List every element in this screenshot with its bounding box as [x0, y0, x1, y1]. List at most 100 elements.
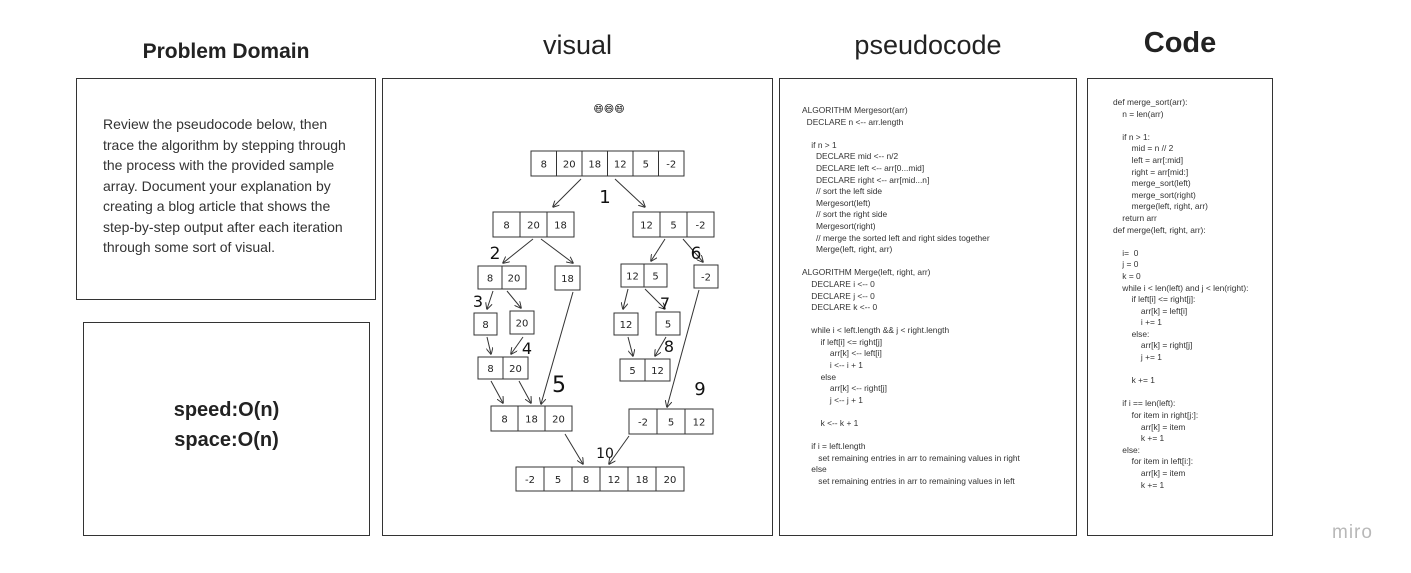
array-cell	[501, 265, 527, 290]
array-cell-value: 5	[555, 475, 561, 486]
array-cell-value: 5	[668, 418, 674, 429]
array-cell	[643, 263, 668, 288]
code-line: arr[k] = item	[1113, 468, 1186, 478]
flow-arrow	[506, 290, 521, 308]
array-cell-value: 18	[525, 415, 538, 426]
flow-arrow	[614, 178, 645, 207]
array-cell	[628, 408, 658, 435]
code-card[interactable]: def merge_sort(arr): n = len(arr) if n >…	[1087, 78, 1273, 536]
array-cell-value: 12	[651, 366, 664, 377]
code-line: n = len(arr)	[1113, 108, 1164, 119]
array-cell	[659, 211, 688, 238]
flow-arrow	[487, 336, 491, 354]
code-line: for item in left[i:]:	[1113, 456, 1194, 467]
flow-arrow	[540, 238, 573, 263]
pseudocode-line: DECLARE left <-- arr[0...mid]	[802, 162, 925, 173]
pseudocode-line: Mergesort(left)	[802, 197, 871, 208]
pseudocode-line: else	[802, 464, 827, 475]
pseudocode-line: k <-- k + 1	[802, 418, 859, 429]
pseudocode-line: DECLARE k <-- 0	[802, 302, 878, 313]
pseudocode-card[interactable]: ALGORITHM Mergesort(arr) DECLARE n <-- a…	[779, 78, 1077, 536]
array-cell-value: 20	[552, 415, 565, 426]
step-label: 4	[522, 339, 532, 358]
array-cell	[581, 150, 608, 177]
pseudocode-block: ALGORITHM Mergesort(arr) DECLARE n <-- a…	[802, 105, 1020, 488]
array-cell	[473, 312, 498, 336]
pseudocode-line: set remaining entries in arr to remainin…	[802, 476, 1015, 486]
array-row-s3-d: 5	[655, 311, 681, 336]
pseudocode-title: pseudocode	[854, 30, 1002, 60]
array-cell-value: -2	[666, 160, 676, 171]
pseudocode-line: // sort the right side	[802, 209, 888, 220]
pseudocode-line: if i = left.length	[802, 441, 866, 452]
code-line	[1113, 120, 1248, 132]
pseudocode-line: ALGORITHM Merge(left, right, arr)	[802, 267, 931, 278]
code-line: k = 0	[1113, 270, 1141, 281]
array-cell	[627, 466, 657, 492]
flow-arrow	[564, 433, 583, 464]
step-label: 6	[691, 244, 702, 264]
array-cell-value: 18	[588, 160, 601, 171]
code-line: else:	[1113, 444, 1140, 455]
pseudocode-line: DECLARE right <-- arr[mid...n]	[802, 174, 930, 185]
flow-arrow	[518, 380, 531, 403]
array-cell-value: -2	[525, 475, 535, 486]
pseudocode-line: Mergesort(right)	[802, 220, 876, 231]
array-cell	[693, 264, 719, 289]
code-line: arr[k] = item	[1113, 421, 1186, 432]
array-cell-value: 20	[516, 319, 529, 330]
flow-arrow	[503, 238, 534, 263]
pseudocode-line: while i < left.length && j < right.lengt…	[802, 325, 950, 336]
step-label: 10	[596, 446, 614, 462]
array-cell-value: 12	[620, 320, 633, 331]
array-cell-value: 5	[665, 320, 671, 331]
code-line: arr[k] = right[j]	[1113, 340, 1193, 351]
code-line: else:	[1113, 328, 1150, 339]
array-cell	[644, 358, 671, 382]
array-cell	[655, 311, 681, 336]
flow-arrow	[655, 336, 667, 356]
array-cell	[509, 310, 535, 335]
pseudocode-line	[802, 430, 1020, 442]
array-row-s5-left: 8 18 20	[490, 405, 573, 432]
array-cell-value: 20	[563, 160, 576, 171]
array-cell-value: 20	[508, 274, 521, 285]
code-line: merge_sort(right)	[1113, 189, 1196, 200]
code-line: def merge(left, right, arr):	[1113, 224, 1206, 235]
array-cell-value: 8	[487, 274, 493, 285]
array-cell-value: 8	[501, 415, 507, 426]
flow-arrow	[541, 291, 574, 404]
array-cell-value: 20	[664, 475, 677, 486]
array-row-s2-right-single: -2	[693, 264, 719, 289]
array-cell-value: 8	[503, 221, 509, 232]
array-cell	[515, 466, 545, 492]
array-cell-value: 12	[614, 160, 627, 171]
array-cell-value: 8	[482, 320, 488, 331]
array-cell	[554, 265, 581, 291]
problem-description: Review the pseudocode below, then trace …	[103, 116, 346, 255]
complexity-card[interactable]: speed:O(n) space:O(n)	[83, 322, 370, 536]
code-line: left = arr[:mid]	[1113, 154, 1184, 165]
flow-arrow	[609, 435, 630, 464]
flow-arrow	[490, 380, 503, 403]
array-cell-value: 18	[554, 221, 567, 232]
code-line: def merge_sort(arr):	[1113, 97, 1188, 107]
problem-domain-card[interactable]: Review the pseudocode below, then trace …	[76, 78, 376, 300]
array-row-s2-left: 8 20	[477, 265, 527, 290]
array-cell-value: 8	[541, 160, 547, 171]
array-cell-value: 20	[527, 221, 540, 232]
array-cell	[517, 405, 546, 432]
array-cell	[490, 405, 519, 432]
visual-title: visual	[542, 30, 613, 60]
array-cell-value: 12	[608, 475, 621, 486]
complexity-text: speed:O(n) space:O(n)	[84, 395, 369, 455]
step-label: 2	[490, 244, 501, 264]
array-cell-value: 12	[626, 272, 639, 283]
flow-arrow	[682, 238, 703, 262]
array-cell	[632, 150, 659, 177]
array-cell	[599, 466, 629, 492]
flow-arrow	[651, 238, 666, 261]
